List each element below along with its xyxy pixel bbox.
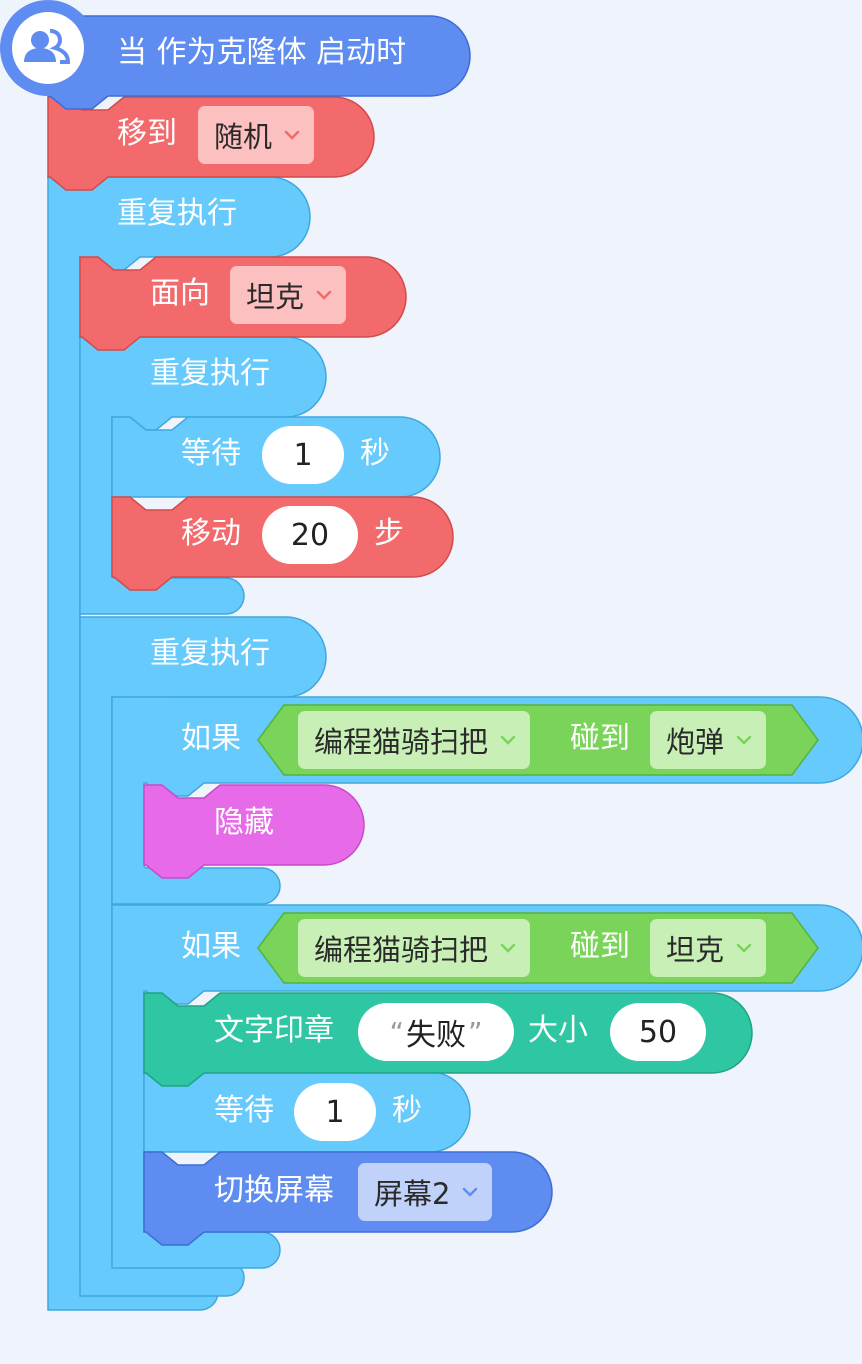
stamp-text-input[interactable]: “ 失败 ” — [358, 1003, 514, 1061]
if2-target-value: 坦克 — [666, 933, 725, 967]
goto-label: 移到 — [117, 116, 177, 151]
wait1-label: 等待 — [181, 436, 241, 471]
hat-block[interactable] — [47, 15, 471, 110]
face-target-value: 坦克 — [246, 280, 305, 314]
chevron-down-icon — [736, 735, 752, 745]
repeat3-label: 重复执行 — [150, 636, 270, 671]
switch-screen-label: 切换屏幕 — [214, 1173, 334, 1208]
stamp-size-label: 大小 — [528, 1013, 588, 1048]
if2-sprite-dropdown[interactable]: 编程猫骑扫把 — [298, 919, 531, 977]
if1-touch-label: 碰到 — [570, 721, 630, 756]
if2-sprite-value: 编程猫骑扫把 — [314, 933, 489, 967]
screen-target-dropdown[interactable]: 屏幕2 — [358, 1163, 493, 1221]
chevron-down-icon — [500, 735, 516, 745]
wait2-unit: 秒 — [392, 1093, 422, 1128]
wait1-seconds-input[interactable]: 1 — [262, 426, 344, 484]
if1-sprite-dropdown[interactable]: 编程猫骑扫把 — [298, 711, 531, 769]
repeat1-label: 重复执行 — [117, 196, 237, 231]
wait2-seconds-input[interactable]: 1 — [294, 1083, 376, 1141]
if2-target-dropdown[interactable]: 坦克 — [650, 919, 767, 977]
if2-touch-label: 碰到 — [570, 929, 630, 964]
move-unit: 步 — [374, 516, 404, 551]
users-icon — [0, 0, 96, 96]
chevron-down-icon — [463, 1187, 478, 1197]
chevron-down-icon — [500, 943, 516, 953]
if1-sprite-value: 编程猫骑扫把 — [314, 725, 489, 759]
hide-label: 隐藏 — [214, 805, 274, 840]
move-steps-input[interactable]: 20 — [262, 506, 358, 564]
stamp-open-quote: “ — [389, 1015, 404, 1049]
screen-target-value: 屏幕2 — [374, 1177, 451, 1211]
chevron-down-icon — [316, 290, 332, 300]
stamp-label: 文字印章 — [214, 1013, 334, 1048]
repeat2-label: 重复执行 — [150, 356, 270, 391]
goto-target-dropdown[interactable]: 随机 — [198, 106, 315, 164]
if1-target-dropdown[interactable]: 炮弹 — [650, 711, 767, 769]
if1-target-value: 炮弹 — [666, 725, 725, 759]
chevron-down-icon — [736, 943, 752, 953]
stamp-close-quote: ” — [468, 1015, 483, 1049]
hide-block[interactable] — [143, 784, 365, 879]
goto-target-value: 随机 — [214, 120, 273, 154]
chevron-down-icon — [284, 130, 300, 140]
wait1-unit: 秒 — [360, 436, 390, 471]
stamp-size-input[interactable]: 50 — [610, 1003, 706, 1061]
wait2-label: 等待 — [214, 1093, 274, 1128]
if1-label: 如果 — [181, 721, 241, 756]
face-label: 面向 — [150, 276, 210, 311]
move-label: 移动 — [181, 516, 241, 551]
hat-label: 当 作为克隆体 启动时 — [117, 35, 407, 70]
stamp-text-value: 失败 — [406, 1018, 466, 1053]
if2-label: 如果 — [181, 929, 241, 964]
face-target-dropdown[interactable]: 坦克 — [230, 266, 347, 324]
